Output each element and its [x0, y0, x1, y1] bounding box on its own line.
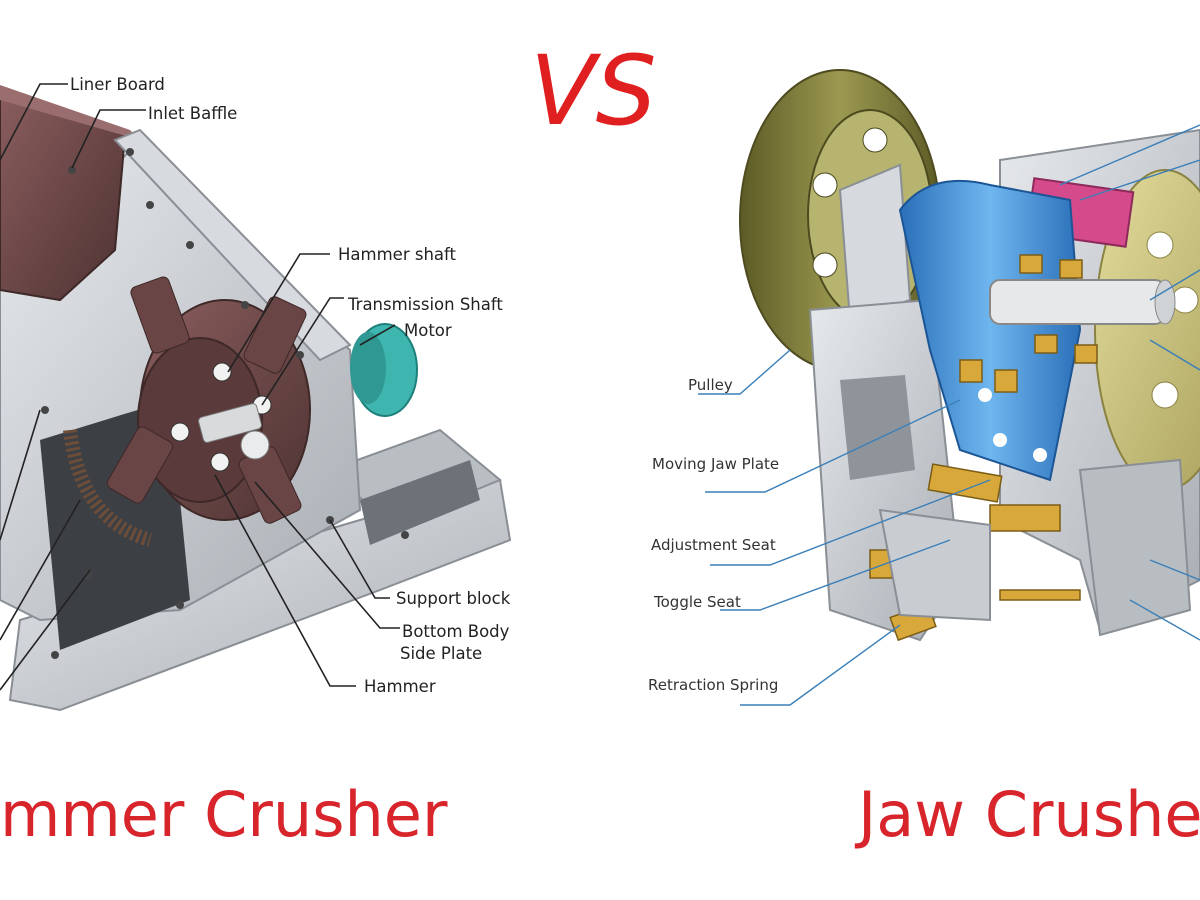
label-support-block: Support block [396, 589, 511, 608]
label-side-plate: Side Plate [400, 644, 482, 663]
label-transmission-shaft: Transmission Shaft [347, 295, 503, 314]
label-toggle-seat: Toggle Seat [653, 593, 741, 611]
jaw-crusher-title: Jaw Crushe [854, 778, 1200, 851]
hammer-crusher-title: mmer Crusher [0, 778, 448, 851]
label-liner-board: Liner Board [70, 75, 165, 94]
vs-text: VS [530, 35, 657, 147]
label-moving-jaw-plate: Moving Jaw Plate [652, 455, 779, 473]
jaw-labels: Pulley Moving Jaw Plate Adjustment Seat … [648, 376, 779, 694]
label-hammer-shaft: Hammer shaft [338, 245, 457, 264]
label-inlet-baffle: Inlet Baffle [148, 104, 237, 123]
hammer-crusher-illustration [0, 85, 512, 712]
jaw-crusher-illustration [739, 69, 1200, 642]
label-retraction-spring: Retraction Spring [648, 676, 778, 694]
label-adjustment-seat: Adjustment Seat [651, 536, 776, 554]
hammer-labels: Liner Board Inlet Baffle Hammer shaft Tr… [70, 75, 511, 696]
label-motor: Motor [404, 321, 452, 340]
label-pulley: Pulley [688, 376, 733, 394]
label-bottom-body: Bottom Body [402, 622, 510, 641]
jaw-leader-lines [698, 124, 1200, 706]
label-hammer: Hammer [364, 677, 436, 696]
hammer-leader-lines [0, 83, 400, 691]
